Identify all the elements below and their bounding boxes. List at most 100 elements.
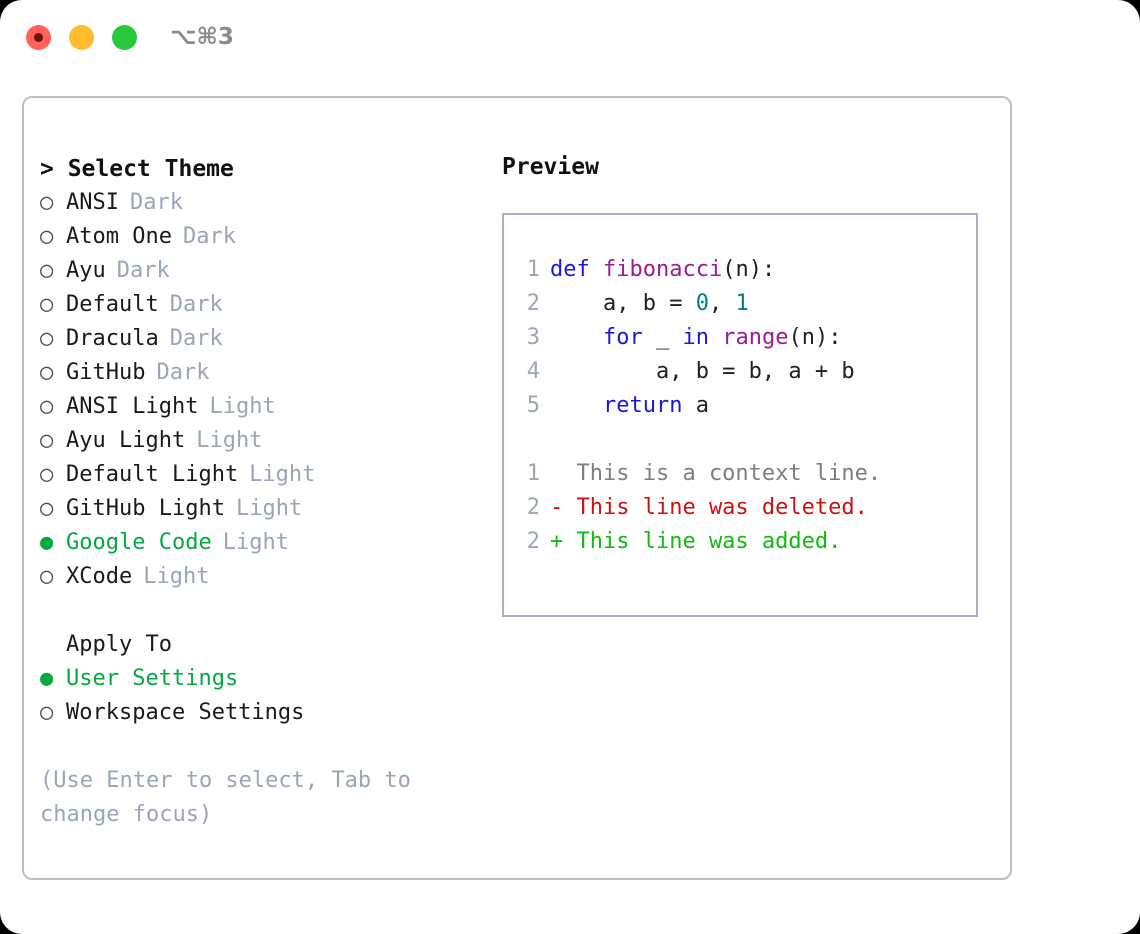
radio-unselected-icon: ○ — [40, 394, 54, 419]
theme-list-item[interactable]: ○ Atom One Dark — [40, 220, 490, 254]
theme-name-label: Atom One — [66, 224, 172, 249]
line-number: 3 — [526, 325, 540, 350]
theme-variant-tag: Light — [196, 428, 263, 453]
theme-variant-tag: Light — [235, 496, 303, 521]
code-token: range — [722, 325, 789, 350]
code-token: fibonacci — [603, 257, 723, 282]
diff-sample: 1 This is a context line.2- This line wa… — [504, 457, 976, 559]
radio-unselected-icon: ○ — [40, 462, 54, 487]
maximize-button[interactable] — [112, 25, 137, 50]
theme-name-label: Dracula — [66, 326, 159, 351]
close-button[interactable] — [26, 25, 51, 50]
line-number: 1 — [526, 257, 540, 282]
code-token: (n): — [788, 325, 842, 350]
window-controls — [26, 25, 137, 50]
code-diff-spacer — [504, 423, 976, 457]
preview-title: Preview — [502, 154, 599, 180]
radio-unselected-icon: ○ — [40, 564, 54, 589]
radio-unselected-icon: ○ — [40, 428, 54, 453]
theme-list-item[interactable]: ○ Ayu Light Light — [40, 424, 490, 458]
minimize-button[interactable] — [69, 25, 94, 50]
radio-selected-icon: ● — [40, 530, 54, 555]
apply-to-item[interactable]: ○Workspace Settings — [40, 696, 490, 730]
code-line: 4 a, b = b, a + b — [504, 355, 976, 389]
code-token: _ — [642, 325, 683, 350]
code-text: a, b = b, a + b — [550, 355, 855, 389]
code-token — [550, 393, 603, 418]
diff-line: 2- This line was deleted. — [504, 491, 976, 525]
line-number: 1 — [526, 461, 540, 486]
line-number: 5 — [526, 393, 540, 418]
code-token — [590, 257, 603, 282]
theme-name-label: Ayu Light — [66, 428, 186, 453]
radio-unselected-icon: ○ — [40, 496, 54, 521]
code-text: a, b = 0, 1 — [550, 287, 749, 321]
apply-to-list: ● User Settings ○Workspace Settings — [40, 662, 490, 730]
code-token: 1 — [735, 291, 749, 316]
code-token: (n): — [722, 257, 776, 282]
theme-variant-tag: Light — [143, 564, 210, 589]
apply-to-label: User Settings — [66, 666, 239, 691]
theme-variant-tag: Dark — [116, 258, 170, 283]
diff-text: + This line was added. — [550, 529, 842, 554]
diff-line: 1 This is a context line. — [504, 457, 976, 491]
code-line: 3 for _ in range(n): — [504, 321, 976, 355]
theme-name-label: ANSI Light — [66, 394, 199, 419]
line-number: 4 — [526, 359, 540, 384]
radio-unselected-icon: ○ — [40, 700, 54, 725]
keyboard-hint: (Use Enter to select, Tab to change focu… — [40, 768, 425, 827]
theme-list-item[interactable]: ○ GitHub Light Light — [40, 492, 490, 526]
radio-selected-icon: ● — [40, 666, 54, 691]
code-text: return a — [550, 389, 709, 423]
code-token: return — [602, 393, 683, 418]
theme-name-label: Ayu — [66, 258, 106, 283]
theme-name-label: XCode — [66, 564, 133, 589]
code-token: a — [682, 393, 709, 418]
theme-list-item[interactable]: ○ ANSI Dark — [40, 186, 490, 220]
code-token — [709, 325, 722, 350]
diff-line: 2 + This line was added. — [504, 525, 976, 559]
radio-unselected-icon: ○ — [40, 224, 54, 249]
line-number: 2 — [526, 495, 540, 520]
code-token: in — [682, 325, 709, 350]
code-text: def fibonacci(n): — [550, 253, 775, 287]
theme-name-label: Default Light — [66, 462, 239, 487]
apply-to-title: Apply To — [66, 632, 172, 657]
theme-variant-tag: Light — [209, 394, 276, 419]
section-spacer — [40, 594, 490, 628]
select-theme-header: > Select Theme — [40, 156, 234, 182]
theme-name-label: Google Code — [66, 530, 212, 555]
theme-variant-tag: Dark — [129, 190, 183, 215]
theme-name-label: ANSI — [66, 190, 119, 215]
code-token: a, b = — [550, 291, 696, 316]
code-token: , — [708, 291, 736, 316]
radio-unselected-icon: ○ — [40, 190, 54, 215]
apply-to-item[interactable]: ● User Settings — [40, 662, 490, 696]
line-number: 2 — [526, 529, 540, 554]
theme-list-item[interactable]: ○ ANSI Light Light — [40, 390, 490, 424]
theme-list-item[interactable]: ○ XCode Light — [40, 560, 490, 594]
code-token: a, b = b, a + b — [550, 359, 855, 384]
radio-unselected-icon: ○ — [40, 360, 54, 385]
theme-list-item[interactable]: ○ Ayu Dark — [40, 254, 490, 288]
code-line: 5 return a — [504, 389, 976, 423]
radio-unselected-icon: ○ — [40, 258, 54, 283]
code-token: def — [550, 257, 590, 282]
line-number: 2 — [526, 291, 540, 316]
theme-variant-tag: Dark — [169, 292, 223, 317]
theme-name-label: GitHub Light — [66, 496, 225, 521]
theme-variant-tag: Dark — [182, 224, 236, 249]
code-token — [550, 325, 603, 350]
theme-name-label: GitHub — [66, 360, 146, 385]
